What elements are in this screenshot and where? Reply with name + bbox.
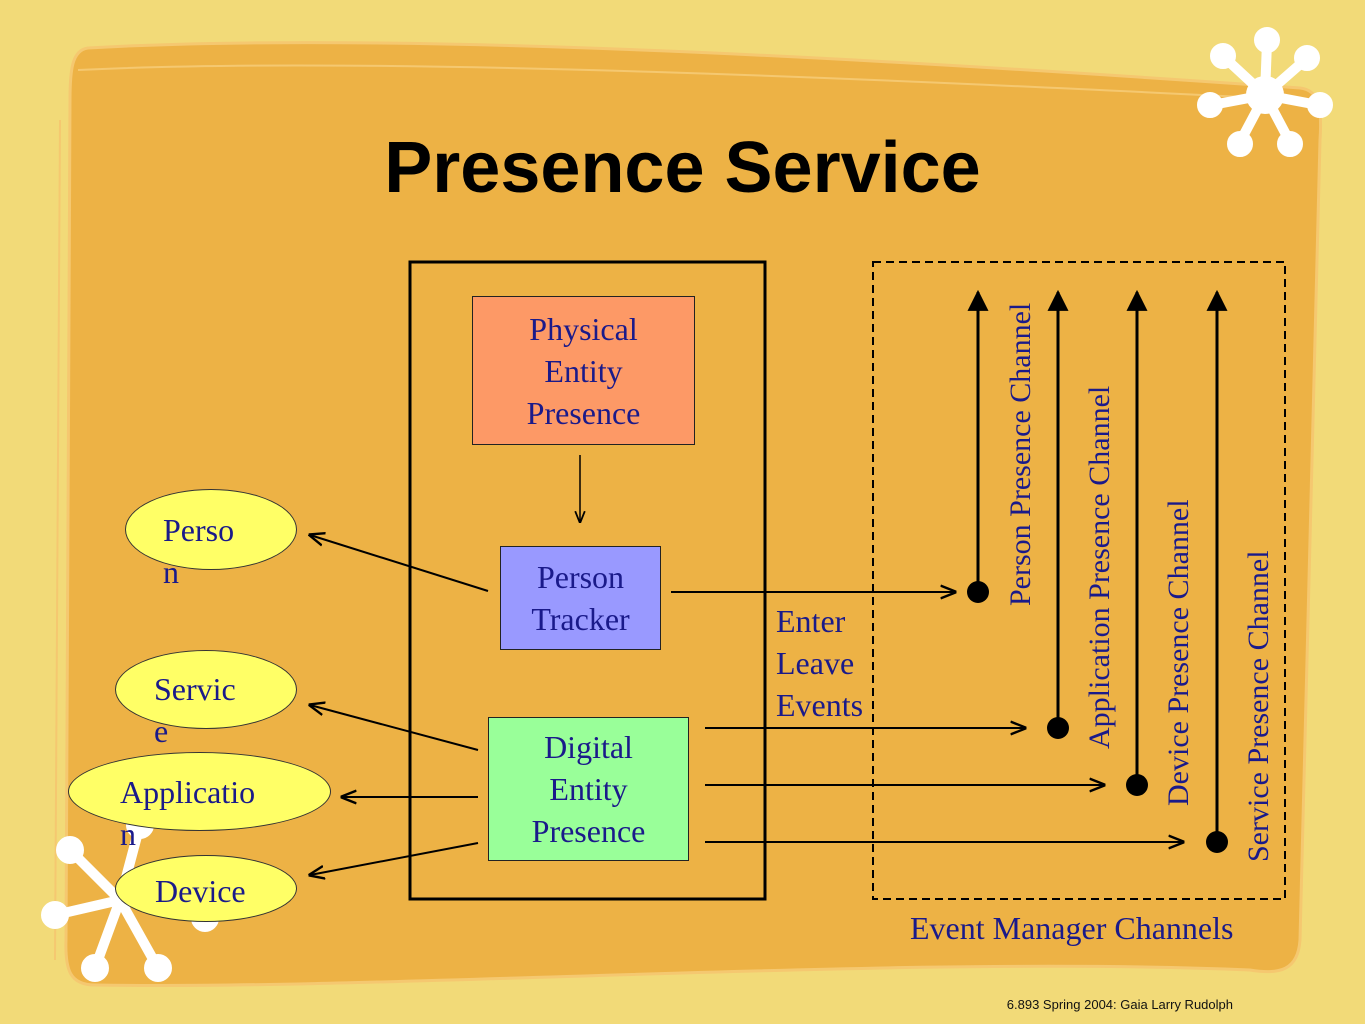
service-entity-label: Service — [154, 671, 236, 749]
person-presence-channel-label: Person Presence Channel — [1004, 302, 1037, 606]
device-entity-label: Device — [155, 873, 246, 909]
device-presence-channel-label: Device Presence Channel — [1162, 499, 1195, 806]
channel-application-line — [1047, 289, 1069, 739]
physical-entity-presence-label: Physical Entity Presence — [526, 310, 641, 431]
person-ellipse — [125, 489, 297, 570]
digital-entity-presence-label: Digital Entity Presence — [531, 729, 646, 849]
application-ellipse — [68, 752, 331, 831]
physical-entity-presence-box: Physical Entity Presence — [472, 296, 695, 445]
person-entity-label: Person — [163, 512, 235, 590]
person-tracker-label: Person Tracker — [531, 559, 630, 637]
channel-person-line — [967, 289, 989, 603]
event-manager-frame — [872, 261, 1286, 900]
device-ellipse — [115, 855, 297, 922]
event-manager-channels-label: Event Manager Channels — [910, 910, 1234, 946]
slide-footer: 6.893 Spring 2004: Gaia Larry Rudolph — [1006, 997, 1233, 1012]
service-ellipse — [115, 650, 297, 729]
person-tracker-box: Person Tracker — [500, 546, 661, 650]
application-entity-label: Application — [120, 774, 256, 852]
enter-leave-events-label: Enter Leave Events — [776, 603, 864, 723]
digital-entity-presence-box: Digital Entity Presence — [488, 717, 689, 861]
tracker-to-person-arrow — [310, 535, 489, 592]
starburst-top-right-icon — [1197, 27, 1333, 157]
service-presence-channel-label: Service Presence Channel — [1242, 550, 1275, 862]
application-presence-channel-label: Application Presence Channel — [1083, 385, 1116, 749]
channel-service-line — [1206, 289, 1228, 853]
digital-to-service-arrow — [310, 705, 479, 751]
slide-title: Presence Service — [384, 128, 981, 208]
presence-service-frame — [408, 260, 767, 901]
channel-device-line — [1126, 289, 1148, 796]
digital-to-device-arrow — [310, 842, 479, 875]
orange-panel — [64, 41, 1323, 987]
